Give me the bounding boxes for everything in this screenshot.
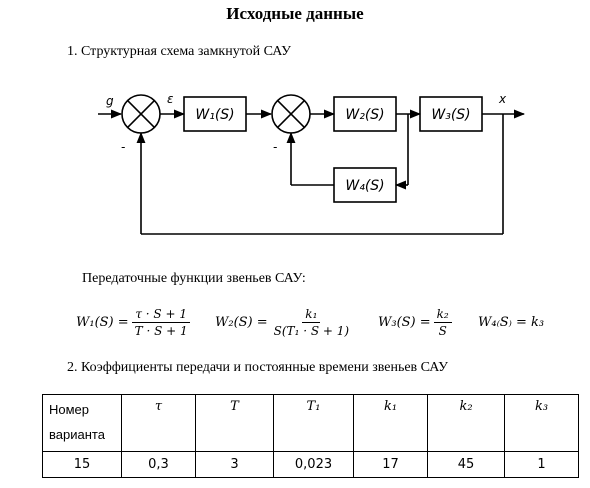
formula-w3-lhs: W₃(S) = bbox=[378, 314, 431, 330]
formula-w1-numerator: τ · S + 1 bbox=[132, 307, 190, 323]
formula-w1-lhs: W₁(S) = bbox=[76, 314, 129, 330]
table-header-row: Номер варианта τ T T₁ k₁ k₂ k₃ bbox=[42, 394, 579, 452]
block-w3-label: W₃(S) bbox=[431, 107, 470, 123]
header-tau: τ bbox=[121, 394, 196, 452]
formula-w1: W₁(S) = τ · S + 1 T · S + 1 bbox=[76, 298, 194, 346]
header-k2: k₂ bbox=[427, 394, 505, 452]
formula-w1-denominator: T · S + 1 bbox=[134, 323, 188, 338]
label-epsilon: ε bbox=[167, 92, 174, 106]
formula-w2-fraction: k₁ S(T₁ · S + 1) bbox=[271, 307, 352, 338]
block-diagram: g ε x - - W₁(S) W₂(S) W₃(S) W₄(S) bbox=[98, 92, 526, 235]
header-T1: T₁ bbox=[273, 394, 354, 452]
section-1-heading: 1. Структурная схема замкнутой САУ bbox=[67, 44, 292, 59]
formula-w3-denominator: S bbox=[438, 323, 447, 338]
minus-sign-1: - bbox=[121, 140, 125, 154]
label-x: x bbox=[498, 92, 507, 106]
table-row: 15 0,3 3 0,023 17 45 1 bbox=[42, 451, 579, 478]
transfer-functions-heading: Передаточные функции звеньев САУ: bbox=[82, 271, 306, 286]
formula-w2: W₂(S) = k₁ S(T₁ · S + 1) bbox=[215, 298, 355, 346]
formula-w3-numerator: k₂ bbox=[433, 307, 452, 323]
block-w4-label: W₄(S) bbox=[345, 178, 384, 194]
cell-T: 3 bbox=[195, 451, 274, 478]
transfer-formulas: W₁(S) = τ · S + 1 T · S + 1 W₂(S) = k₁ S… bbox=[0, 298, 590, 348]
block-w2-label: W₂(S) bbox=[345, 107, 384, 123]
cell-variant: 15 bbox=[42, 451, 122, 478]
section-2-heading: 2. Коэффициенты передачи и постоянные вр… bbox=[67, 360, 449, 375]
formula-w2-denominator: S(T₁ · S + 1) bbox=[273, 323, 350, 338]
minus-sign-2: - bbox=[273, 140, 277, 154]
cell-k3: 1 bbox=[504, 451, 579, 478]
parameters-table: Номер варианта τ T T₁ k₁ k₂ k₃ 15 0,3 3 … bbox=[42, 394, 579, 478]
formula-w1-fraction: τ · S + 1 T · S + 1 bbox=[132, 307, 191, 338]
label-g: g bbox=[106, 94, 114, 108]
page-title: Исходные данные bbox=[226, 4, 364, 23]
header-variant: Номер варианта bbox=[42, 394, 122, 452]
summing-junction-1 bbox=[121, 94, 161, 134]
header-T: T bbox=[195, 394, 274, 452]
formula-w3-fraction: k₂ S bbox=[433, 307, 452, 338]
summing-junction-2 bbox=[271, 94, 311, 134]
block-w1-label: W₁(S) bbox=[195, 107, 234, 123]
formula-w2-lhs: W₂(S) = bbox=[215, 314, 268, 330]
cell-k1: 17 bbox=[353, 451, 428, 478]
header-k1: k₁ bbox=[353, 394, 428, 452]
formula-w3: W₃(S) = k₂ S bbox=[378, 298, 455, 346]
cell-T1: 0,023 bbox=[273, 451, 354, 478]
header-k3: k₃ bbox=[504, 394, 579, 452]
cell-tau: 0,3 bbox=[121, 451, 196, 478]
cell-k2: 45 bbox=[427, 451, 505, 478]
formula-w4: W₄₍S₎ = k₃ bbox=[478, 314, 545, 330]
formula-w2-numerator: k₁ bbox=[302, 307, 321, 323]
